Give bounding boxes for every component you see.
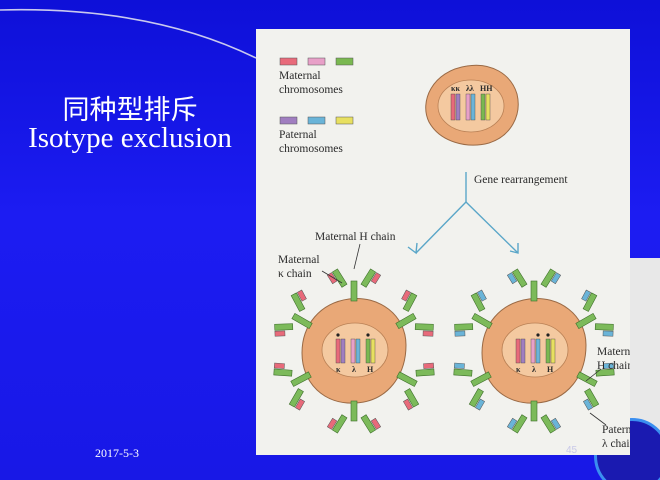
right-b-cell (448, 268, 620, 434)
right-cell-gene-kappa: κ (516, 365, 521, 374)
slide-title-english: Isotype exclusion (28, 122, 232, 154)
right-h-chain-pointer (585, 368, 602, 382)
left-cell-gene-heavy: H (367, 365, 374, 374)
rearrangement-arrows (407, 172, 519, 255)
left-b-cell (268, 268, 440, 434)
right-lambda-chain-pointer (589, 412, 607, 426)
precursor-gene-lambda: λλ (466, 84, 474, 93)
footer-date: 2017-5-3 (95, 446, 139, 460)
legend-maternal-swatches (279, 57, 354, 66)
left-kappa-chain-pointer (321, 270, 343, 284)
arrow-label: Gene rearrangement (474, 174, 568, 186)
legend-paternal-swatches (279, 116, 354, 125)
right-cell-gene-heavy: H (547, 365, 554, 374)
footer-page-number: 45 (566, 445, 578, 456)
left-cell-gene-kappa: κ (336, 365, 341, 374)
precursor-cell (425, 64, 519, 146)
right-paternal-lambda-chain-label: Paternalλ chain (602, 424, 630, 450)
left-h-chain-pointer (353, 243, 361, 270)
left-cell-gene-lambda: λ (352, 365, 356, 374)
precursor-gene-heavy: HH (480, 84, 493, 93)
precursor-gene-kappa: κκ (451, 84, 460, 93)
slide-title-chinese: 同种型排斥 (62, 95, 198, 126)
right-cell-gene-lambda: λ (532, 365, 536, 374)
left-maternal-h-chain-label: Maternal H chain (315, 231, 396, 243)
